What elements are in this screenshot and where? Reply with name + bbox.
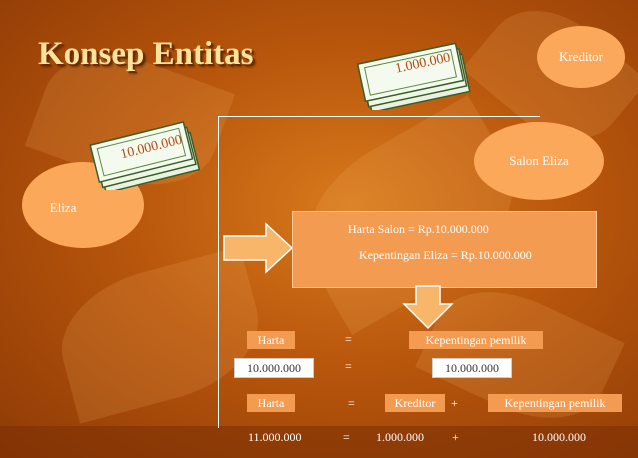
eq2-harta-label: Harta [247, 394, 295, 412]
eq2-harta-value: 11.000.000 [248, 430, 302, 444]
eliza-label: Eliza [49, 200, 77, 215]
eq2-values-plus: + [452, 430, 459, 444]
eq2-kreditor-label: Kreditor [385, 394, 445, 412]
eq2-equals: = [348, 396, 355, 410]
money-icon [89, 121, 201, 194]
arrow-right-icon [223, 222, 294, 274]
eq1-harta-value: 10.000.000 [234, 358, 314, 378]
eq1-kepentingan-value: 10.000.000 [432, 358, 512, 378]
money-icon [356, 42, 471, 114]
eq1-equals: = [345, 332, 352, 346]
money-stack-eliza [88, 118, 206, 194]
bottom-bar [0, 426, 638, 458]
arrow-down-icon [402, 285, 454, 330]
salon-eliza-label: Salon Eliza [509, 153, 569, 168]
eq2-plus: + [451, 396, 458, 410]
kreditor-label: Kreditor [558, 49, 604, 64]
kreditor-oval: Kreditor [537, 26, 625, 88]
eq1-harta-label: Harta [247, 331, 295, 349]
eq1-values-equals: = [345, 359, 352, 373]
salon-kepentingan-line: Kepentingan Eliza = Rp.10.000.000 [359, 248, 532, 262]
salon-eliza-oval: Salon Eliza [474, 122, 604, 200]
connector-line-vertical [218, 116, 219, 428]
eq2-kreditor-value: 1.000.000 [376, 430, 424, 444]
slide-title: Konsep Entitas [38, 36, 254, 72]
eq2-kepentingan-label: Kepentingan pemilik [488, 394, 622, 412]
eq2-values-equals: = [343, 430, 350, 444]
salon-harta-line: Harta Salon = Rp.10.000.000 [348, 222, 489, 236]
salon-summary-box: Harta Salon = Rp.10.000.000 Kepentingan … [292, 211, 597, 288]
eq2-kepentingan-value: 10.000.000 [532, 430, 586, 444]
money-stack-kreditor [355, 38, 480, 114]
connector-line-horizontal [218, 116, 540, 117]
eq1-kepentingan-label: Kepentingan pemilik [409, 331, 543, 349]
